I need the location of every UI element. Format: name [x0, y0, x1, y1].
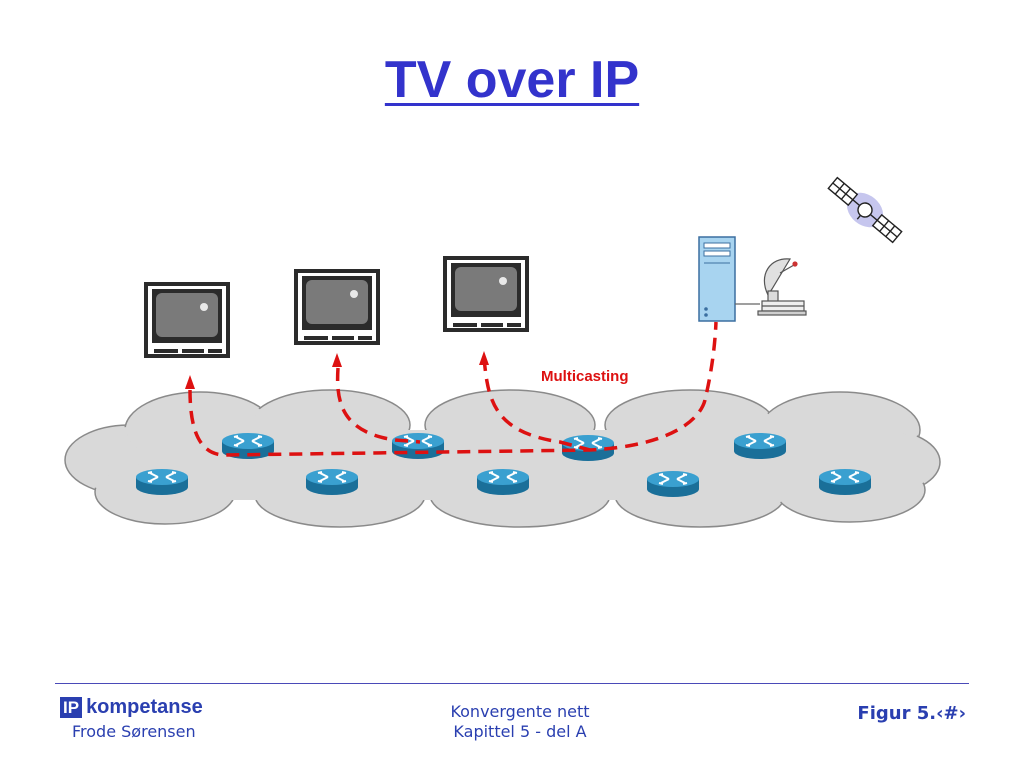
logo-mark: IP — [60, 696, 83, 718]
chapter-label: Kapittel 5 - del A — [453, 722, 587, 741]
slide-title: TV over IP — [384, 51, 640, 109]
figure-number: Figur 5.‹#› — [857, 703, 966, 724]
company-logo: IP kompetanse — [60, 696, 203, 718]
server-icon — [698, 236, 736, 322]
footer-divider — [55, 683, 969, 684]
satellite-icon — [827, 176, 903, 244]
router-9 — [818, 468, 872, 496]
router-4 — [733, 432, 787, 460]
course-title: Konvergente nett — [450, 702, 590, 721]
network-cloud — [64, 389, 941, 528]
tv-icon — [443, 256, 529, 332]
tv-icon — [294, 269, 380, 345]
multicast-path — [188, 321, 718, 457]
router-6 — [305, 468, 359, 496]
router-7 — [476, 468, 530, 496]
multicasting-label: Multicasting — [541, 368, 629, 385]
router-2 — [391, 432, 445, 460]
router-8 — [646, 470, 700, 498]
arrowheads — [185, 351, 489, 389]
course-info: Konvergente nett Kapittel 5 - del A — [362, 702, 678, 742]
author-name: Frode Sørensen — [72, 722, 196, 741]
logo-text: kompetanse — [86, 696, 203, 718]
router-5 — [135, 468, 189, 496]
satellite-dish-icon — [757, 258, 807, 316]
tv-icon — [144, 282, 230, 358]
